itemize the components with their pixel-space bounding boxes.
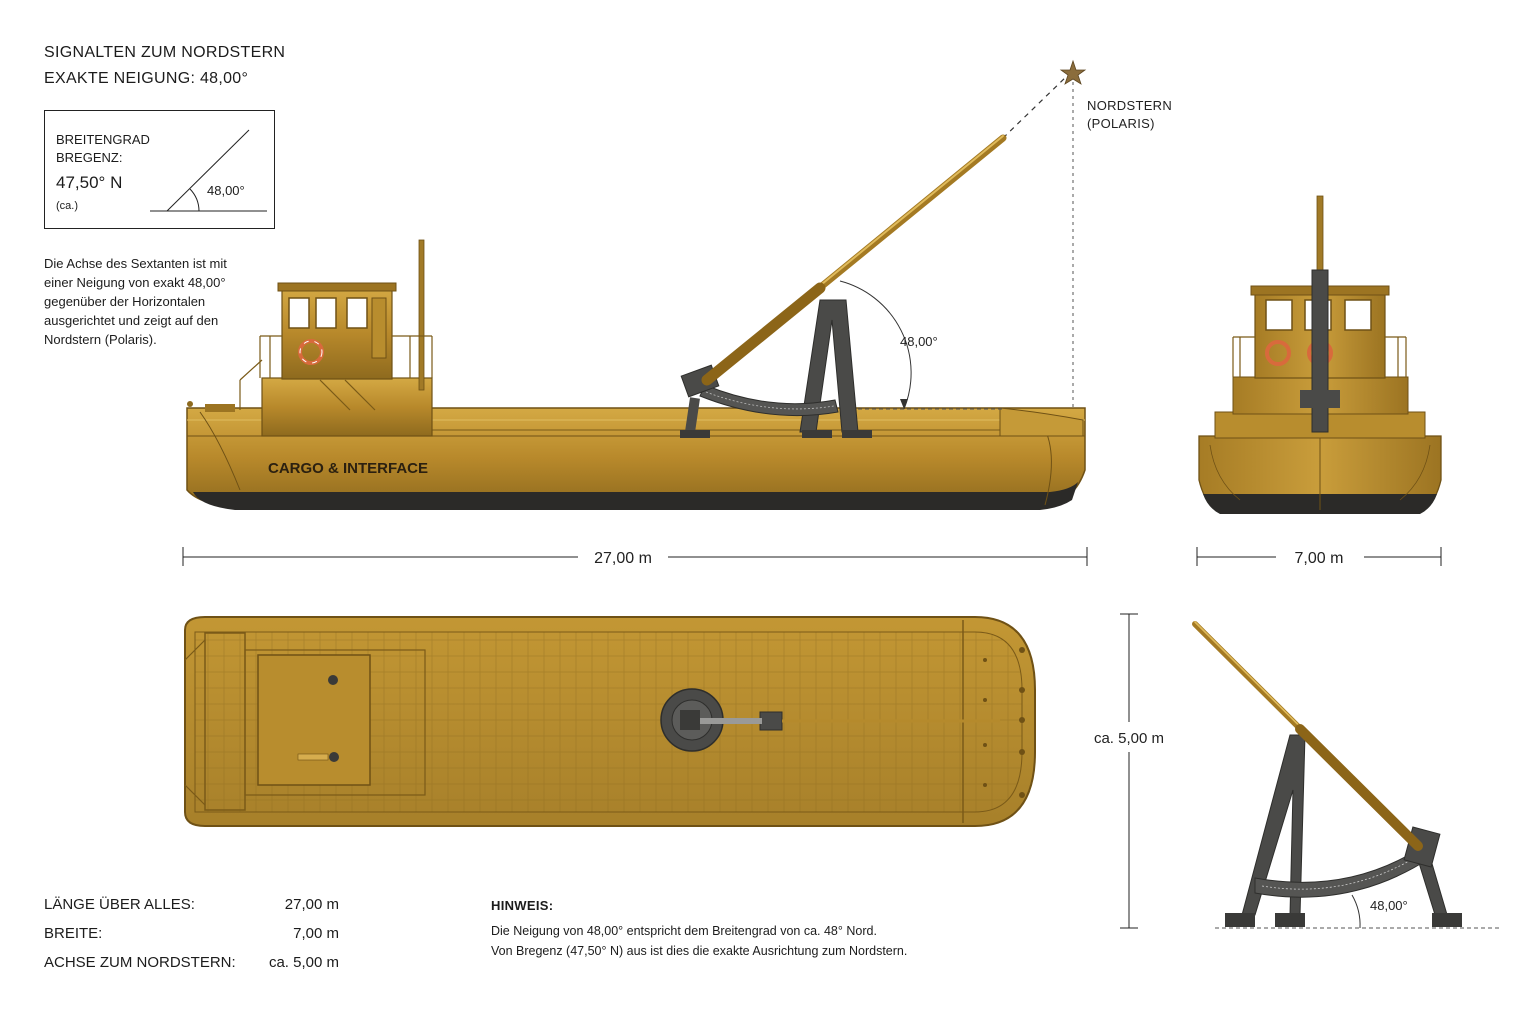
note-line-1: Die Neigung von 48,00° entspricht dem Br… (491, 924, 877, 938)
width-dimension: 7,00 m (1295, 550, 1344, 567)
side-angle-label: 48,00° (900, 334, 938, 349)
front-view: 7,00 m (1196, 195, 1442, 567)
latitude-angle-label: 48,00° (207, 183, 245, 198)
spec-label: BREITE: (44, 925, 103, 942)
spec-row-axis: ACHSE ZUM NORDSTERN: ca. 5,00 m (44, 954, 339, 971)
note-heading: HINWEIS: (491, 898, 554, 913)
latitude-value: 47,50° N (56, 173, 123, 192)
spec-label: ACHSE ZUM NORDSTERN: (44, 954, 236, 971)
side-view: CARGO & INTERFACE 48,00° NORDSTERN (POLA… (182, 59, 1172, 567)
page-subtitle: EXAKTE NEIGUNG: 48,00° (44, 70, 249, 87)
latitude-angle-diagram (150, 129, 267, 212)
top-view (184, 616, 1036, 827)
spec-value: 27,00 m (284, 896, 339, 913)
spec-value: 7,00 m (293, 925, 339, 942)
latitude-label: BREITENGRAD BREGENZ: (56, 132, 150, 165)
description-text: Die Achse des Sextanten ist mit einer Ne… (44, 256, 227, 347)
star-label-line1: NORDSTERN (1087, 98, 1172, 113)
page-title: SIGNALTEN ZUM NORDSTERN (44, 44, 286, 61)
length-dimension: 27,00 m (594, 550, 652, 567)
spec-value: ca. 5,00 m (268, 954, 339, 971)
note-line-2: Von Bregenz (47,50° N) aus ist dies die … (491, 944, 908, 958)
star-label-line2: (POLARIS) (1087, 116, 1155, 131)
latitude-approx: (ca.) (56, 200, 78, 212)
note-body: Die Neigung von 48,00° entspricht dem Br… (491, 921, 907, 961)
spec-row-width: BREITE: 7,00 m (44, 925, 339, 942)
height-dimension: ca. 5,00 m (1094, 730, 1164, 747)
spec-row-length: LÄNGE ÜBER ALLES: 27,00 m (44, 896, 339, 913)
hull-text: CARGO & INTERFACE (268, 460, 428, 477)
sextant-detail-view: ca. 5,00 m 48,00° (1094, 613, 1500, 929)
detail-angle-label: 48,00° (1370, 898, 1408, 913)
spec-label: LÄNGE ÜBER ALLES: (44, 896, 195, 913)
latitude-box: BREITENGRAD BREGENZ: 47,50° N (ca.) 48,0… (44, 110, 275, 229)
polaris-star-icon (1059, 59, 1087, 85)
